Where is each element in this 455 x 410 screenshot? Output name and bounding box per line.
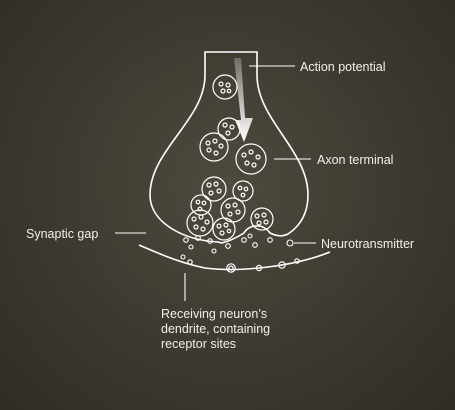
neurotransmitter-leader: [286, 239, 316, 247]
receptor-sites: [187, 258, 300, 273]
receiving-neuron-label: Receiving neuron’s dendrite, containing …: [161, 307, 321, 352]
receiving-neuron-label-line: Receiving neuron’s: [161, 307, 268, 321]
vesicle: [199, 132, 229, 162]
vesicle: [217, 117, 241, 141]
synaptic-vesicles: [186, 74, 274, 241]
vesicle: [212, 217, 236, 241]
vesicle: [235, 143, 267, 175]
action-potential-arrow: [234, 58, 253, 142]
receiving-neuron-label-line: dendrite, containing: [161, 322, 271, 336]
neurotransmitter-label: Neurotransmitter: [321, 237, 415, 251]
vesicle: [186, 209, 214, 237]
vesicle: [201, 176, 227, 202]
released-neurotransmitters: [180, 233, 273, 260]
vesicle-fusing: [250, 207, 274, 231]
axon-terminal-label: Axon terminal: [317, 153, 394, 167]
dendrite-membrane: [138, 244, 331, 271]
action-potential-label: Action potential: [300, 60, 386, 74]
synaptic-gap-label: Synaptic gap: [26, 227, 99, 241]
axon-terminal-outline: [149, 51, 309, 244]
receiving-neuron-label-line: receptor sites: [161, 337, 237, 351]
vesicle: [212, 74, 238, 100]
vesicle: [232, 180, 254, 202]
vesicle: [220, 197, 246, 223]
